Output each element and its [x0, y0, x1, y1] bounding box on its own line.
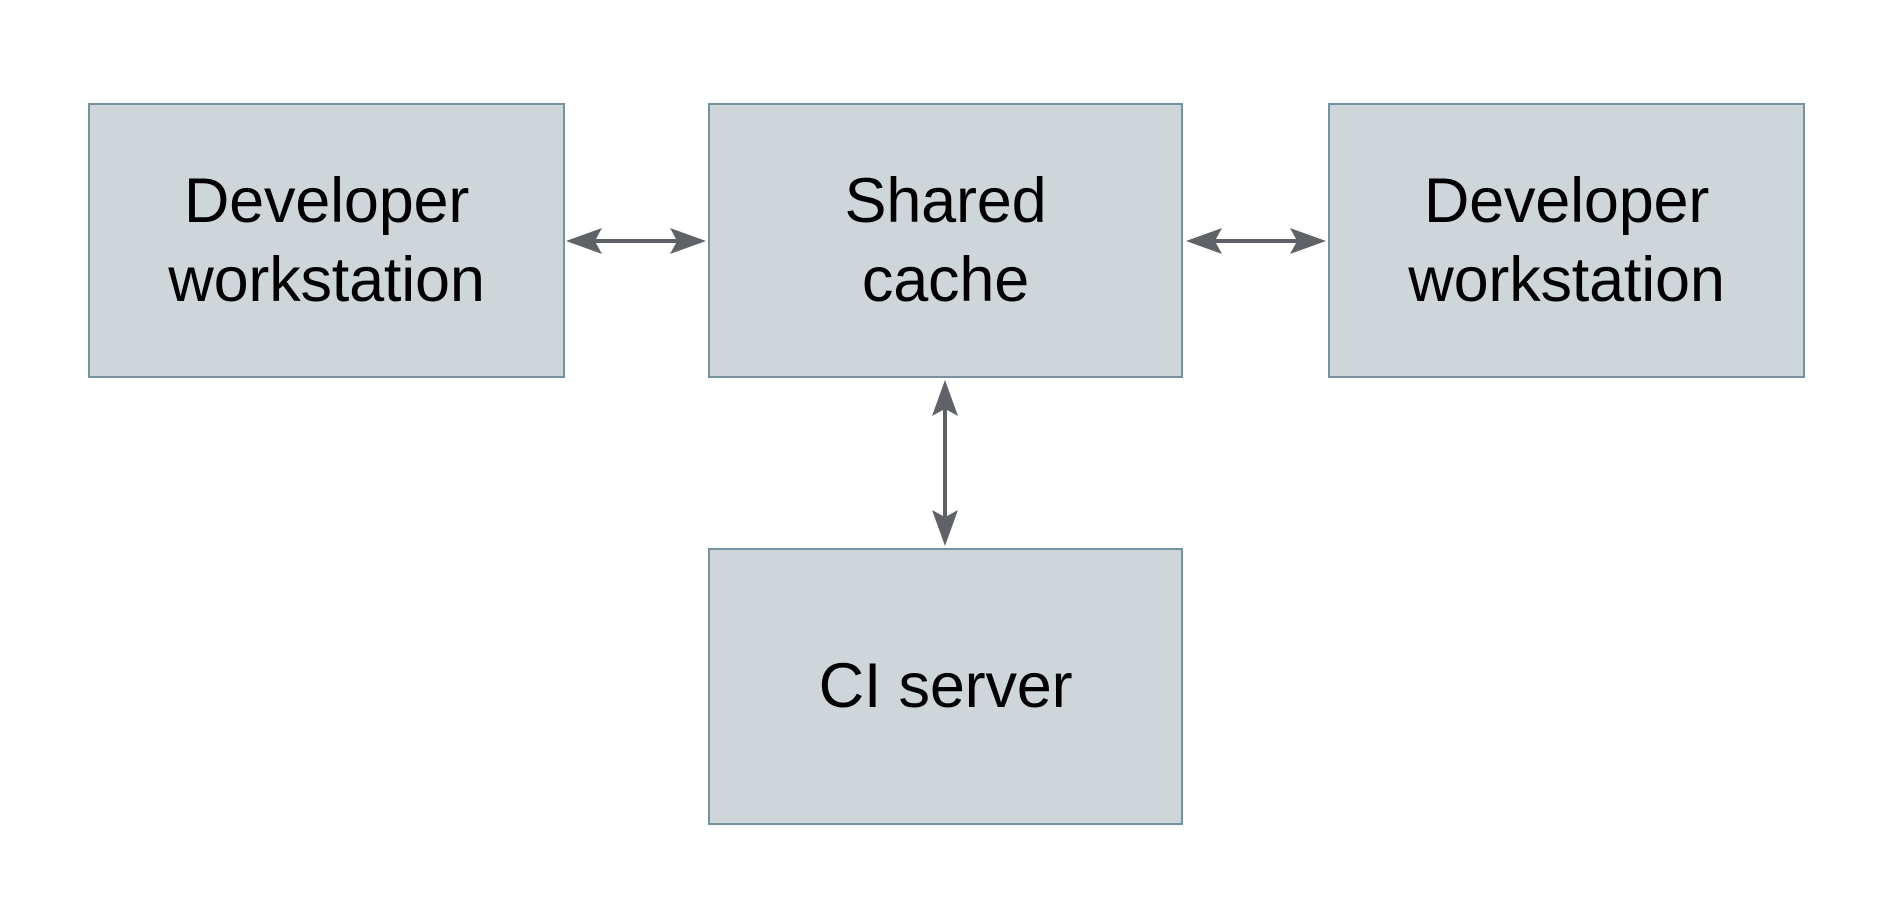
node-developer-workstation-left[interactable]: Developer workstation: [88, 103, 565, 378]
node-developer-workstation-right[interactable]: Developer workstation: [1328, 103, 1805, 378]
node-label: Developer workstation: [168, 165, 485, 315]
connector-dev-left-to-shared-cache-bidirectional-arrow: [566, 228, 706, 254]
connector-shared-cache-to-ci-server-bidirectional-arrow: [932, 380, 958, 546]
connector-shared-cache-to-dev-right-bidirectional-arrow: [1186, 228, 1326, 254]
node-ci-server[interactable]: CI server: [708, 548, 1183, 825]
node-label: CI server: [818, 651, 1073, 722]
node-label: Shared cache: [844, 165, 1047, 315]
node-label: Developer workstation: [1408, 165, 1725, 315]
node-shared-cache[interactable]: Shared cache: [708, 103, 1183, 378]
